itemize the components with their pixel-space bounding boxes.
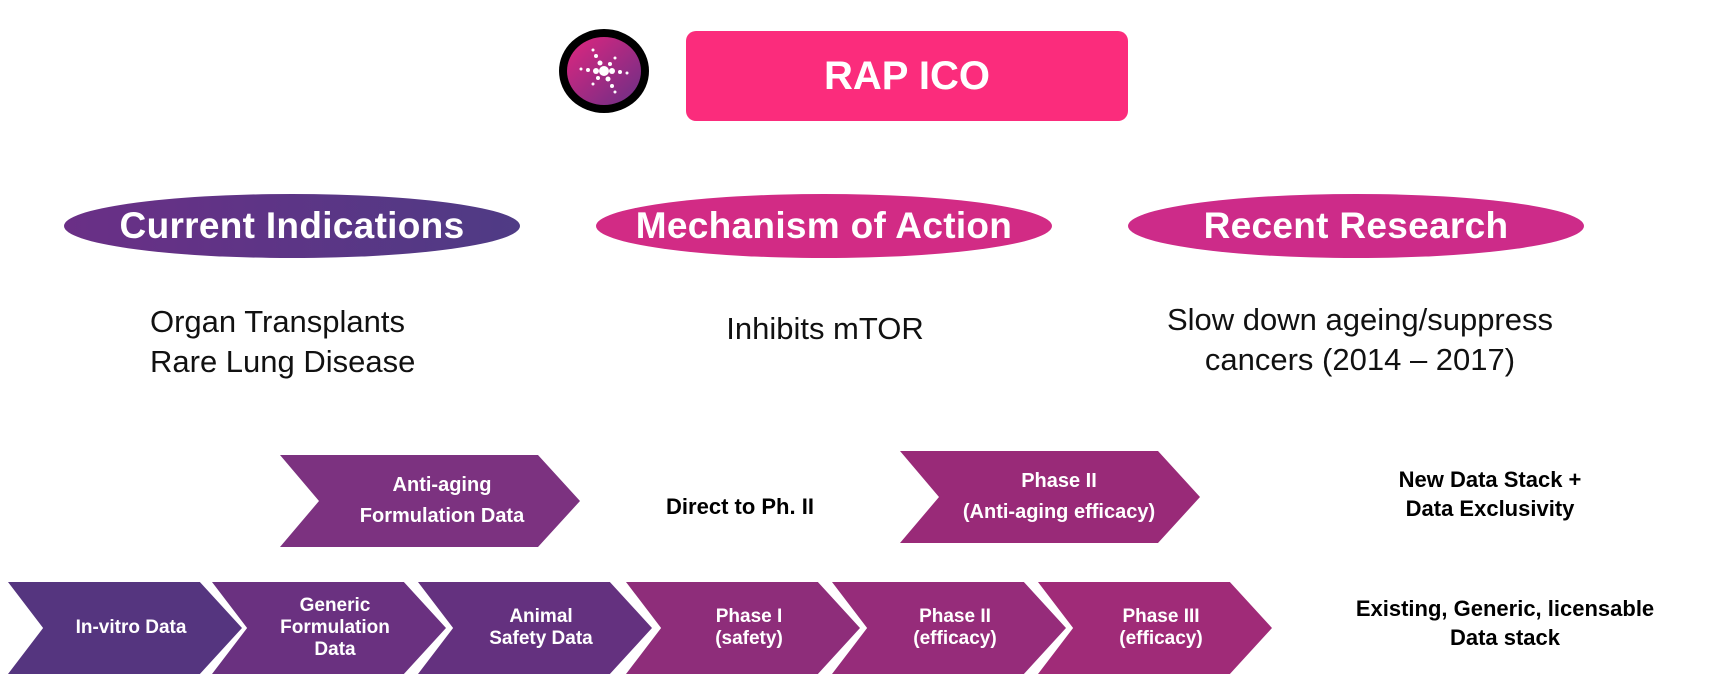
existing-data-stack-label: Existing, Generic, licensable Data stack [1355,596,1655,650]
indications-description: Organ Transplants Rare Lung Disease [150,304,416,379]
mechanism-description: Inhibits mTOR [726,311,924,346]
chevron-label: Phase II (efficacy) [913,606,997,649]
chevron-label: Phase III (efficacy) [1119,606,1203,649]
phase2-efficacy-chevron: Phase II (efficacy) [832,582,1066,674]
recent-research-pill: Recent Research [1128,194,1584,258]
current-indications-pill: Current Indications [64,194,520,258]
phase2-anti-aging-chevron: Phase II (Anti-aging efficacy) [900,451,1200,543]
chevron-label: Generic Formulation Data [280,595,390,660]
chevron-label: Phase I (safety) [715,606,783,649]
animal-safety-data-chevron: Animal Safety Data [418,582,652,674]
phase1-safety-chevron: Phase I (safety) [626,582,860,674]
cross-dots-logo-icon [559,29,649,113]
research-description: Slow down ageing/suppress cancers (2014 … [1166,302,1554,377]
chevron-label: In-vitro Data [75,617,187,638]
in-vitro-data-chevron: In-vitro Data [8,582,242,674]
new-data-stack-label: New Data Stack + Data Exclusivity [1398,467,1582,521]
page-title: RAP ICO [686,31,1128,121]
chevron-label: Animal Safety Data [489,606,593,649]
generic-formulation-data-chevron: Generic Formulation Data [212,582,446,674]
mechanism-of-action-pill: Mechanism of Action [596,194,1052,258]
anti-aging-formulation-chevron: Anti-aging Formulation Data [280,455,580,547]
direct-to-phase2-label: Direct to Ph. II [666,494,814,519]
phase3-efficacy-chevron: Phase III (efficacy) [1038,582,1272,674]
